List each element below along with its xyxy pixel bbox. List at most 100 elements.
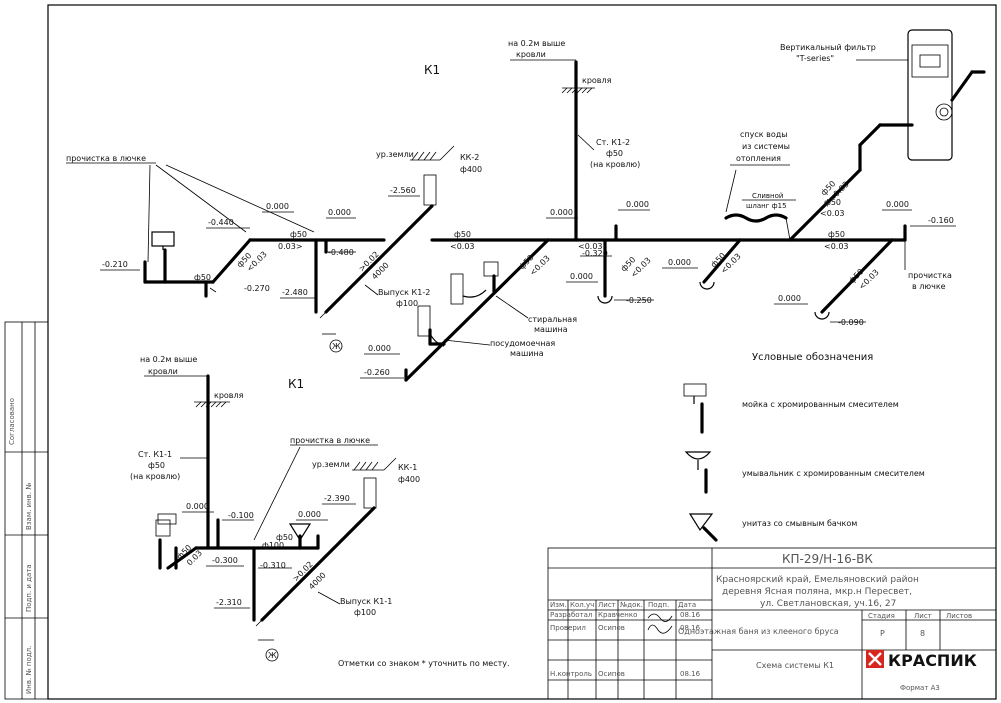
cleanout-right-2: в лючке: [912, 282, 946, 291]
mark-m11: 0.000: [550, 208, 573, 217]
title-block: КП-29/Н-16-ВК Красноярский край, Емельян…: [547, 547, 997, 700]
dim-s50i: <0.03: [824, 242, 849, 251]
dim-d50i: ф50: [828, 230, 845, 239]
elevation-marks-bottom: 0.000 -0.100 -0.300 -0.310 0.000 -2.390 …: [182, 494, 356, 609]
roof-note-2: кровли: [516, 50, 546, 59]
mark-m7: -0.480: [328, 248, 354, 257]
riser-note-bottom: (на кровлю): [130, 472, 180, 481]
tb-col-6: Дата: [678, 601, 696, 609]
mark-m15: -0.250: [626, 296, 652, 305]
legend-item-2: умывальник с хромированным смесителем: [742, 469, 925, 478]
mark-m10: -0.260: [364, 368, 390, 377]
tb-address-3: ул. Светлановская, уч.16, 27: [760, 599, 896, 609]
mark-m5: -2.480: [282, 288, 308, 297]
well-dia-bottom: ф400: [398, 475, 420, 484]
outlet-dia-bottom: ф100: [354, 608, 376, 617]
dim-d50d: ф50: [454, 230, 471, 239]
dim-s50f: <0.03: [578, 242, 603, 251]
roof-note-bottom-2: кровли: [148, 367, 178, 376]
drawing-frame: [4, 4, 997, 700]
tb-address-2: деревня Ясная поляна, мкр.н Пересвет,: [722, 587, 912, 597]
tb-address-1: Красноярский край, Емельяновский район: [716, 575, 919, 585]
ground-label: ур.земли: [376, 150, 414, 159]
ground-label-bottom: ур.земли: [312, 460, 350, 469]
roof-note-1: на 0.2м выше: [508, 39, 565, 48]
drain-note-3: отопления: [736, 154, 781, 163]
mark-m17: 0.000: [886, 200, 909, 209]
riser-dia: ф50: [606, 149, 623, 158]
hose-note-2: шланг ф15: [746, 202, 787, 210]
washing-machine-1: стиральная: [528, 315, 577, 324]
tb-sheet-header: Лист: [914, 612, 932, 620]
mark-m16: 0.000: [668, 258, 691, 267]
tb-date-1: 08.16: [680, 611, 701, 619]
scheme-title-bottom: К1: [288, 377, 304, 391]
tb-sheet: 8: [920, 629, 925, 638]
mark-m18: -0.160: [928, 216, 954, 225]
cleanout-label-bottom: прочистка в лючке: [290, 436, 370, 445]
tb-col-1: Изм.: [550, 601, 566, 609]
mark-m2: 0.000: [266, 202, 289, 211]
tb-name-2: Осипов: [598, 624, 625, 632]
tb-row-1: Разработал: [550, 611, 592, 619]
tb-col-2: Кол.уч: [570, 601, 594, 609]
side-stamps: Согласовано Взам. инв. № Подп. и дата Ин…: [8, 398, 33, 694]
riser-label: Ст. К1-2: [596, 138, 630, 147]
side-stamp-2: Взам. инв. №: [25, 482, 33, 530]
dishwasher-2: машина: [510, 349, 544, 358]
mark-m3: -0.440: [208, 218, 234, 227]
dim-s50d: <0.03: [450, 242, 475, 251]
well-label: КК-2: [460, 153, 479, 162]
mark-b7: -2.310: [216, 598, 242, 607]
outlet-label-bottom: Выпуск К1-1: [340, 597, 392, 606]
brand-logo: КРАСПИК: [866, 650, 977, 670]
scheme-k1-top: К1 на 0.2м выше кровли кровля Ст. К1-2 ф…: [66, 29, 986, 382]
mark-b2: -0.100: [228, 511, 254, 520]
dim-b-d100: ф100: [262, 541, 284, 550]
dim-d50k: ф50: [824, 198, 841, 207]
riser-label-bottom: Ст. К1-1: [138, 450, 172, 459]
outlet-label: Выпуск К1-2: [378, 288, 430, 297]
tb-name-1: Кравченко: [598, 611, 637, 619]
tb-date-3: 08.16: [680, 670, 701, 678]
side-stamp-4: Инв. № подл.: [25, 646, 33, 694]
brand-name: КРАСПИК: [888, 651, 977, 670]
tb-code: КП-29/Н-16-ВК: [782, 552, 873, 566]
roof-note-bottom-1: на 0.2м выше: [140, 355, 197, 364]
well-dia: ф400: [460, 165, 482, 174]
riser-note: (на кровлю): [590, 160, 640, 169]
tb-date-2: 08.16: [680, 624, 701, 632]
mark-m14: 0.000: [570, 272, 593, 281]
dim-s50k: <0.03: [820, 209, 845, 218]
mark-m9: 0.000: [368, 344, 391, 353]
mark-m19: 0.000: [778, 294, 801, 303]
footnote: Отметки со знаком * уточнить по месту.: [338, 659, 510, 668]
tb-row-3: Н.контроль: [550, 670, 592, 678]
mark-m8: -2.560: [390, 186, 416, 195]
tb-format: Формат А3: [900, 684, 940, 692]
signature-1: [647, 613, 673, 622]
filter-note-2: "T-series": [796, 54, 834, 63]
scheme-k1-bottom: К1 на 0.2м выше кровли кровля Ст. К1-1 ф…: [130, 355, 420, 662]
dim-b-d50b: ф50: [276, 533, 293, 542]
mark-m20: -0.090: [838, 318, 864, 327]
tb-sheet-name: Схема системы К1: [756, 661, 834, 670]
drain-note-2: из системы: [742, 142, 790, 151]
tb-col-3: Лист: [598, 601, 616, 609]
mark-b3: -0.300: [212, 556, 238, 565]
tb-row-2: Проверил: [550, 624, 586, 632]
elevation-marks-top: -0.210 0.000 -0.440 -0.270 -2.480 0.000 …: [100, 186, 956, 379]
legend-title: Условные обозначения: [752, 352, 873, 363]
tb-col-4: №док.: [620, 601, 643, 609]
legend-item-1: мойка с хромированным смесителем: [742, 400, 899, 409]
side-stamp-3: Подп. и дата: [25, 564, 33, 612]
tb-stage: Р: [880, 629, 885, 638]
drain-note-1: спуск воды: [740, 130, 788, 139]
riser-dia-bottom: ф50: [148, 461, 165, 470]
tb-col-5: Подп.: [648, 601, 669, 609]
roof-label: кровля: [582, 76, 612, 85]
marker-z: Ж: [332, 342, 341, 351]
legend: Условные обозначения мойка с хромированн…: [683, 352, 925, 542]
legend-item-3: унитаз со смывным бачком: [742, 519, 857, 528]
